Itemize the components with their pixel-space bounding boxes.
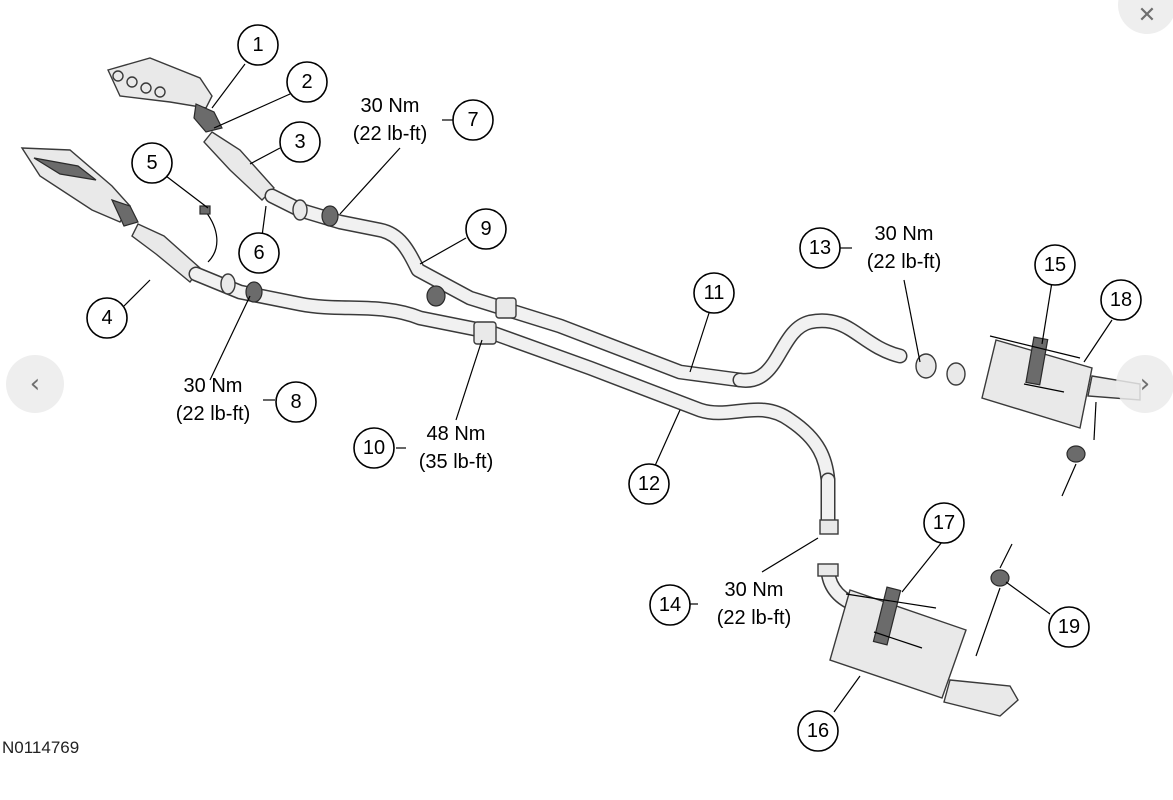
svg-text:5: 5 [146,152,157,174]
muffler-right [981,335,1141,497]
torque-spec-10: 48 Nm (35 lb-ft) [419,423,493,473]
svg-text:16: 16 [807,720,829,742]
catalytic-converter-lower [131,223,201,284]
svg-text:30 Nm: 30 Nm [875,223,934,245]
callout-10: 10 [353,427,395,469]
pipe-lower-route [188,266,866,614]
svg-text:48 Nm: 48 Nm [427,423,486,445]
svg-text:(22 lb-ft): (22 lb-ft) [867,251,941,273]
callout-1: 1 [237,24,279,66]
svg-text:(22 lb-ft): (22 lb-ft) [176,403,250,425]
svg-text:17: 17 [933,512,955,534]
close-icon: ✕ [1137,3,1157,28]
svg-text:18: 18 [1110,289,1132,311]
svg-text:11: 11 [704,282,725,304]
callout-3: 3 [279,121,321,163]
oxygen-sensor [199,205,218,263]
svg-text:9: 9 [480,218,491,240]
callout-4: 4 [86,297,128,339]
svg-text:30 Nm: 30 Nm [725,579,784,601]
previous-image-button[interactable]: ‹ [6,355,64,413]
svg-text:14: 14 [659,594,681,616]
svg-text:(35 lb-ft): (35 lb-ft) [419,451,493,473]
torque-spec-8: 30 Nm (22 lb-ft) [176,375,250,425]
leader-lines [123,63,1113,713]
svg-text:(22 lb-ft): (22 lb-ft) [353,123,427,145]
callout-16: 16 [797,710,839,752]
svg-text:15: 15 [1044,254,1066,276]
chevron-left-icon: ‹ [29,369,41,399]
callout-6: 6 [238,232,280,274]
callout-5: 5 [131,142,173,184]
callout-15: 15 [1034,244,1076,286]
catalytic-converter-upper [203,131,275,201]
clamps [220,199,966,577]
callout-8: 8 [275,381,317,423]
callout-14: 14 [649,584,691,626]
callout-19: 19 [1048,606,1090,648]
svg-text:10: 10 [363,437,385,459]
svg-text:4: 4 [101,307,112,329]
svg-text:(22 lb-ft): (22 lb-ft) [717,607,791,629]
svg-text:2: 2 [301,71,312,93]
svg-text:6: 6 [253,242,264,264]
svg-text:19: 19 [1058,616,1080,638]
figure-id: N0114769 [2,738,80,757]
svg-text:13: 13 [809,237,831,259]
torque-spec-7: 30 Nm (22 lb-ft) [353,95,427,145]
callout-17: 17 [923,502,965,544]
muffler-left [829,543,1019,717]
callout-11: 11 [693,272,735,314]
exhaust-manifold-lower [20,147,139,227]
callout-12: 12 [628,463,670,505]
svg-text:12: 12 [638,473,660,495]
pipe-upper-route [264,188,908,388]
svg-text:30 Nm: 30 Nm [184,375,243,397]
callout-7: 7 [452,99,494,141]
callout-9: 9 [465,208,507,250]
svg-text:8: 8 [290,391,301,413]
svg-text:30 Nm: 30 Nm [361,95,420,117]
callout-2: 2 [286,61,328,103]
chevron-right-icon: › [1139,369,1151,399]
torque-spec-13: 30 Nm (22 lb-ft) [867,223,941,273]
callout-18: 18 [1100,279,1142,321]
exhaust-manifold-upper [107,57,223,133]
svg-text:3: 3 [294,131,305,153]
torque-spec-14: 30 Nm (22 lb-ft) [717,579,791,629]
svg-text:7: 7 [467,109,478,131]
next-image-button[interactable]: › [1116,355,1173,413]
callout-13: 13 [799,227,841,269]
svg-text:1: 1 [252,34,263,56]
